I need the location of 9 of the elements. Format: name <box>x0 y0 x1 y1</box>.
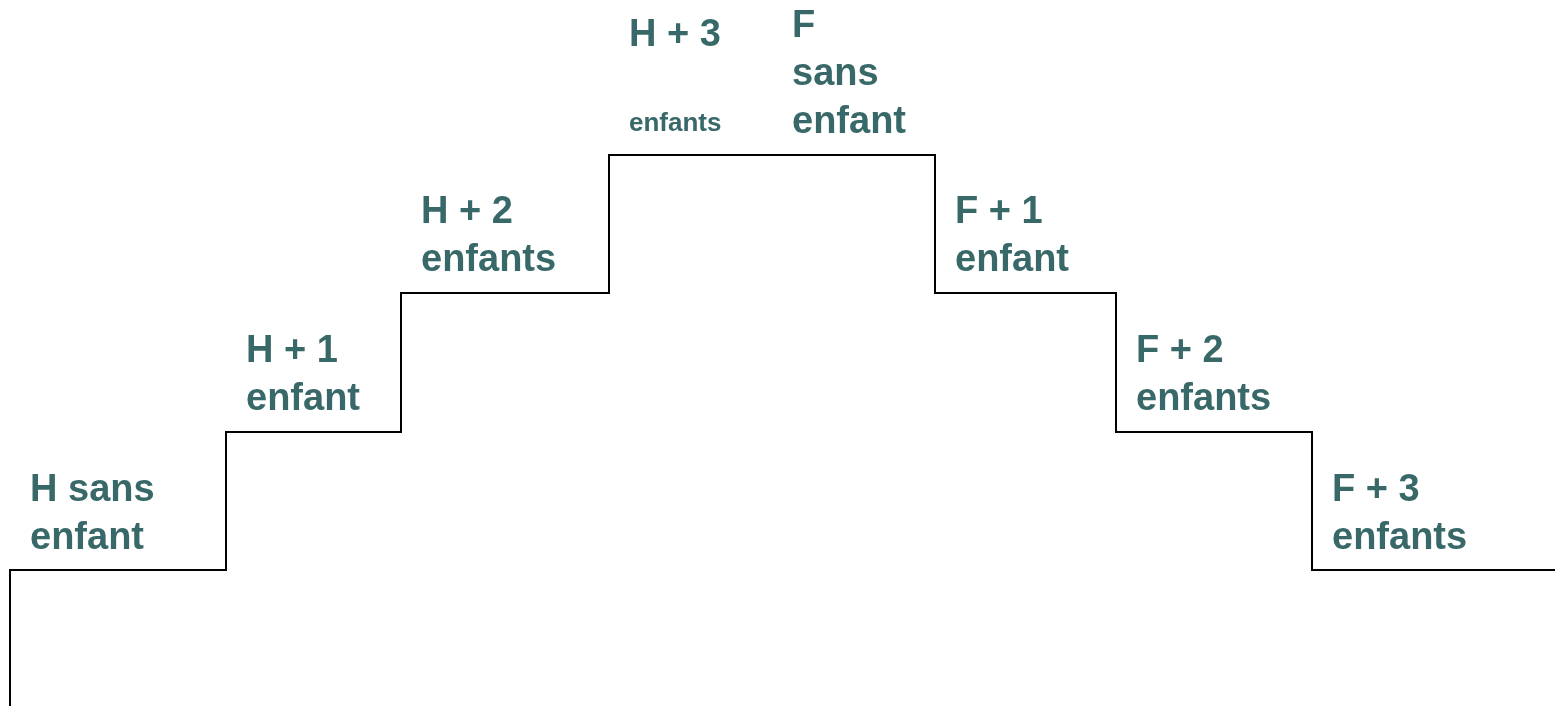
step-label: F + 1 enfant <box>955 188 1070 281</box>
step-label: enfants <box>629 106 723 138</box>
step-label: H + 2 enfants <box>421 188 558 281</box>
step-label: F + 3 enfants <box>1332 466 1469 559</box>
step-label: H + 1 enfant <box>246 327 361 420</box>
step-label: H sans enfant <box>30 466 156 559</box>
step-label: F sans enfant <box>792 2 907 143</box>
step-label: F + 2 enfants <box>1136 327 1273 420</box>
step-label: H + 3 <box>629 11 722 56</box>
